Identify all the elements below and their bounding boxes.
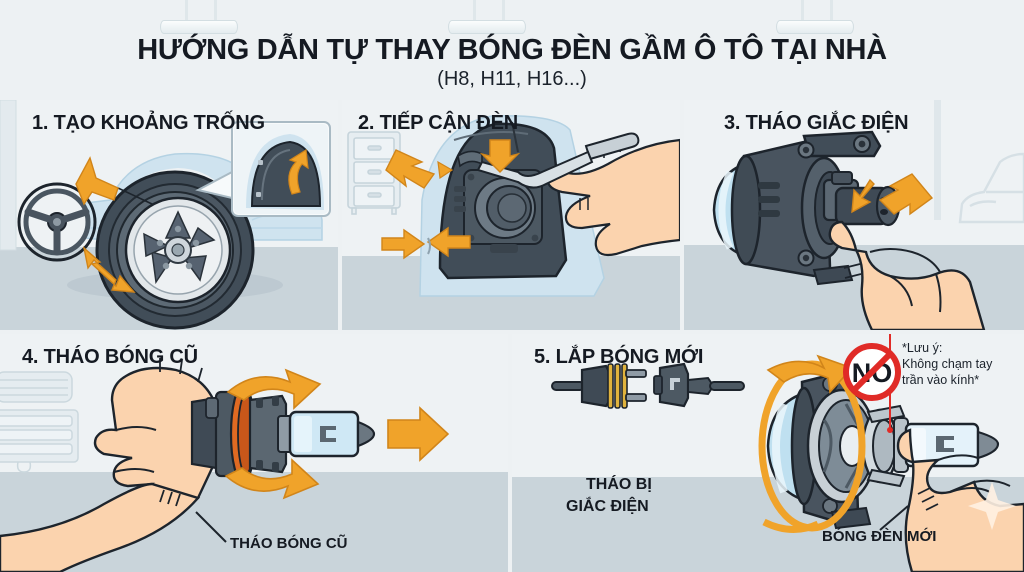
warning-line-2: Không chạm tay: [902, 357, 993, 371]
page-title: HƯỚNG DẪN TỰ THAY BÓNG ĐÈN GẦM Ô TÔ TẠI …: [137, 34, 887, 66]
illustration-step-2: [347, 115, 680, 297]
caption-new-bulb: BÓNG ĐÈN MỚI: [822, 528, 937, 545]
illustration-step-1: [0, 100, 331, 330]
panel-step-2: 2. TIẾP CẬN ĐÈN: [342, 100, 680, 330]
panel-step-1: 1. TẠO KHOẢNG TRỐNG: [0, 100, 338, 330]
caption-disconnect-line1: THÁO BỊ: [586, 476, 652, 493]
caption-remove-old-bulb: THÁO BÓNG CŨ: [230, 535, 348, 552]
illustration-step-5: [551, 334, 1024, 572]
warning-note: *Lưu ý: Không chạm tay trần vào kính*: [902, 340, 992, 388]
warning-line-3: trần vào kính*: [902, 373, 980, 387]
step-3-title: 3. THÁO GIẮC ĐIỆN: [724, 112, 909, 134]
radiator-icon: [0, 371, 79, 473]
fog-lamp-icon: [766, 370, 906, 530]
illustration-step-3: [712, 100, 1024, 330]
sparkle-icon: [968, 482, 1016, 530]
warning-line-1: *Lưu ý:: [902, 341, 943, 355]
step-2-title: 2. TIẾP CẬN ĐÈN: [358, 112, 518, 134]
illustration-step-4: [0, 358, 450, 572]
no-sign-icon: NO: [843, 343, 901, 401]
panel-step-5: NO 5. LẮP BÓNG MỚI THÁO BỊ GIẮC ĐIỆN BÓN…: [512, 334, 1024, 572]
electrical-plug-icon: [551, 362, 745, 409]
hand-icon: [828, 220, 986, 330]
panel-step-3: 3. THÁO GIẮC ĐIỆN: [684, 100, 1024, 330]
hand-icon: [0, 358, 218, 572]
step-4-title: 4. THÁO BÓNG CŨ: [22, 346, 198, 368]
caption-disconnect-line2: GIẮC ĐIỆN: [566, 498, 649, 515]
halogen-bulb-icon: [190, 384, 376, 484]
step-1-title: 1. TẠO KHOẢNG TRỐNG: [32, 112, 265, 134]
page-subtitle: (H8, H11, H16...): [437, 68, 587, 90]
step-5-title: 5. LẮP BÓNG MỚI: [534, 346, 704, 368]
hand-icon: [896, 428, 1024, 572]
car-outline-icon: [958, 152, 1024, 224]
panel-step-4: 4. THÁO BÓNG CŨ THÁO BÓNG CŨ: [0, 334, 508, 572]
